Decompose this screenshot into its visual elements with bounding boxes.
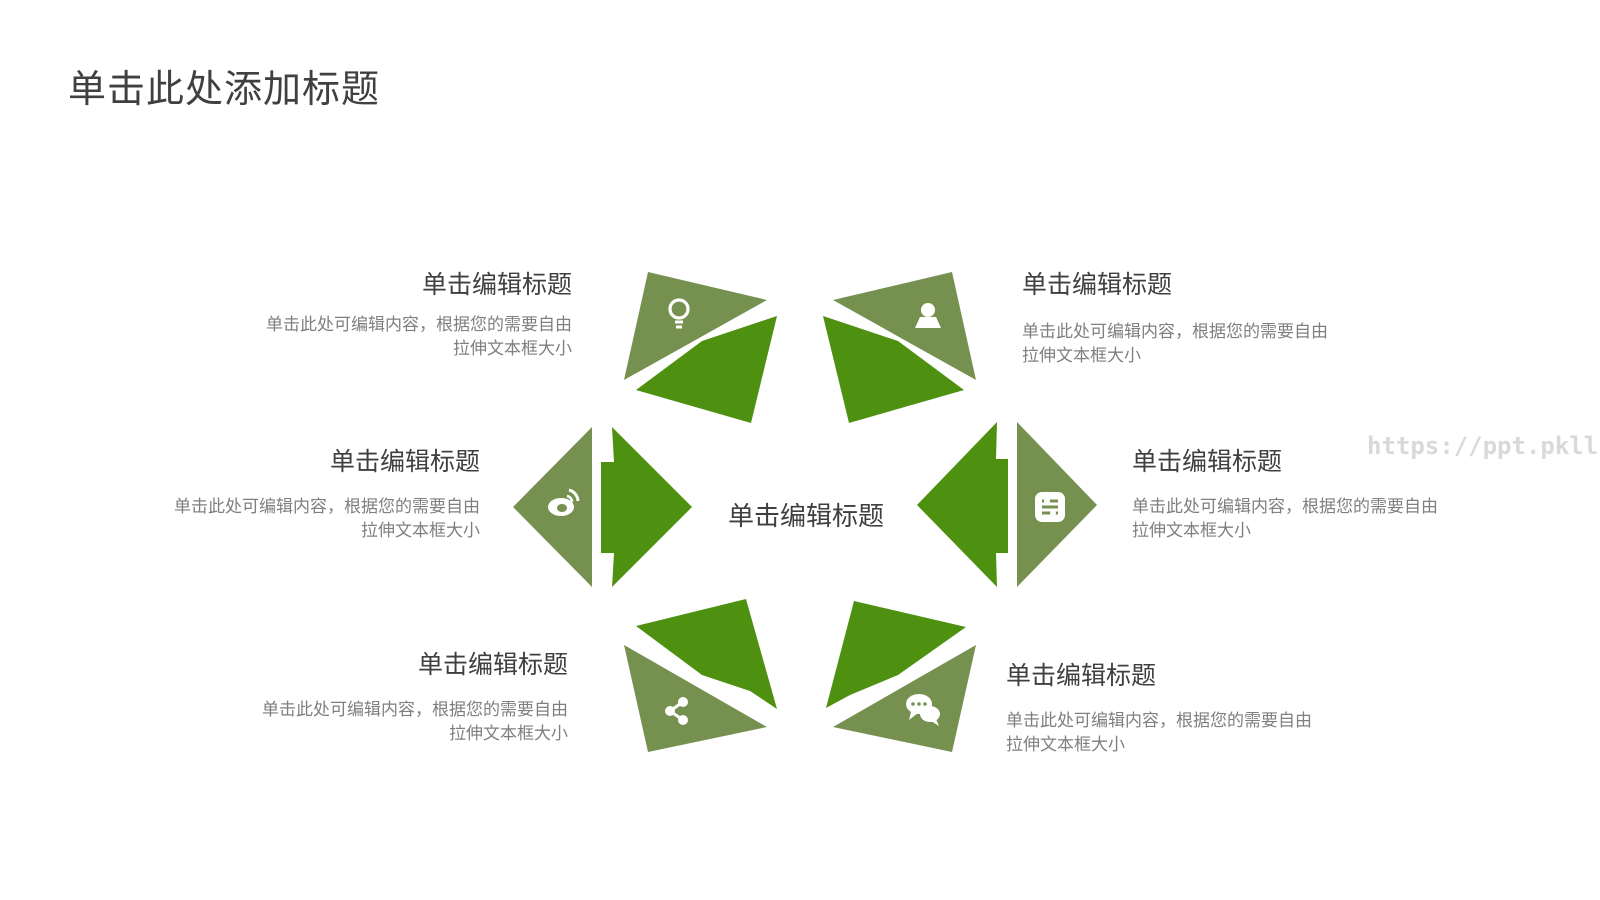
- item-description[interactable]: 单击此处可编辑内容，根据您的需要自由 拉伸文本框大小: [80, 495, 480, 543]
- weibo-icon: [548, 488, 580, 516]
- watermark: https://ppt.pkll.de: [1367, 432, 1600, 460]
- petal-lower-right: [826, 601, 976, 752]
- petal-upper-left-arrow: [636, 316, 777, 423]
- item-title[interactable]: 单击编辑标题: [1006, 661, 1157, 690]
- center-title[interactable]: 单击编辑标题: [728, 502, 885, 532]
- item-description[interactable]: 单击此处可编辑内容，根据您的需要自由 拉伸文本框大小: [1006, 709, 1406, 757]
- item-block-upper-left: 单击编辑标题 单击此处可编辑内容，根据您的需要自由 拉伸文本框大小: [172, 268, 572, 361]
- item-description-line: 拉伸文本框大小: [361, 521, 480, 541]
- item-description[interactable]: 单击此处可编辑内容，根据您的需要自由 拉伸文本框大小: [172, 313, 572, 361]
- petal-upper-right-arrow: [823, 316, 964, 423]
- item-description-line: 拉伸文本框大小: [1022, 346, 1141, 366]
- share-icon: [665, 697, 688, 725]
- item-description-line: 拉伸文本框大小: [453, 339, 572, 359]
- petal-lower-right-dark: [833, 645, 976, 752]
- item-title[interactable]: 单击编辑标题: [421, 270, 572, 299]
- item-description-line: 单击此处可编辑内容，根据您的需要自由: [174, 497, 480, 517]
- petal-lower-left-dark: [624, 645, 767, 752]
- item-title[interactable]: 单击编辑标题: [417, 650, 568, 679]
- item-block-right: 单击编辑标题 单击此处可编辑内容，根据您的需要自由 拉伸文本框大小: [1132, 445, 1532, 543]
- item-description[interactable]: 单击此处可编辑内容，根据您的需要自由 拉伸文本框大小: [1022, 320, 1422, 368]
- petal-upper-left: [624, 272, 777, 423]
- item-block-upper-right: 单击编辑标题 单击此处可编辑内容，根据您的需要自由 拉伸文本框大小: [1022, 268, 1422, 368]
- item-description-line: 单击此处可编辑内容，根据您的需要自由: [1022, 322, 1328, 342]
- petal-upper-right-dark: [833, 272, 976, 380]
- petal-lower-right-arrow: [826, 601, 966, 708]
- petal-upper-right: [823, 272, 976, 423]
- petal-left: [513, 427, 692, 587]
- petal-left-arrow: [601, 427, 692, 587]
- item-description-line: 单击此处可编辑内容，根据您的需要自由: [266, 315, 572, 335]
- item-title[interactable]: 单击编辑标题: [1132, 447, 1283, 476]
- item-description-line: 单击此处可编辑内容，根据您的需要自由: [262, 700, 568, 720]
- item-title[interactable]: 单击编辑标题: [329, 447, 480, 476]
- petal-lower-left: [624, 599, 777, 752]
- user-icon: [915, 303, 941, 328]
- item-block-left: 单击编辑标题 单击此处可编辑内容，根据您的需要自由 拉伸文本框大小: [80, 445, 480, 543]
- chat-icon: [906, 694, 940, 726]
- item-description-line: 单击此处可编辑内容，根据您的需要自由: [1006, 711, 1312, 731]
- petal-lower-left-arrow: [636, 599, 777, 709]
- petal-right: [917, 422, 1097, 587]
- item-description-line: 拉伸文本框大小: [449, 724, 568, 744]
- item-block-lower-right: 单击编辑标题 单击此处可编辑内容，根据您的需要自由 拉伸文本框大小: [1006, 659, 1406, 757]
- lightbulb-icon: [668, 298, 690, 329]
- petal-upper-left-dark: [624, 272, 767, 380]
- item-description-line: 拉伸文本框大小: [1006, 735, 1125, 755]
- item-description[interactable]: 单击此处可编辑内容，根据您的需要自由 拉伸文本框大小: [168, 698, 568, 746]
- item-block-lower-left: 单击编辑标题 单击此处可编辑内容，根据您的需要自由 拉伸文本框大小: [168, 648, 568, 746]
- item-description-line: 单击此处可编辑内容，根据您的需要自由: [1132, 497, 1438, 517]
- item-description-line: 拉伸文本框大小: [1132, 521, 1251, 541]
- item-title[interactable]: 单击编辑标题: [1022, 270, 1173, 299]
- petal-right-arrow: [917, 422, 1008, 587]
- slide-title[interactable]: 单击此处添加标题: [68, 67, 381, 111]
- item-description[interactable]: 单击此处可编辑内容，根据您的需要自由 拉伸文本框大小: [1132, 495, 1532, 543]
- app-icon: [1035, 492, 1065, 522]
